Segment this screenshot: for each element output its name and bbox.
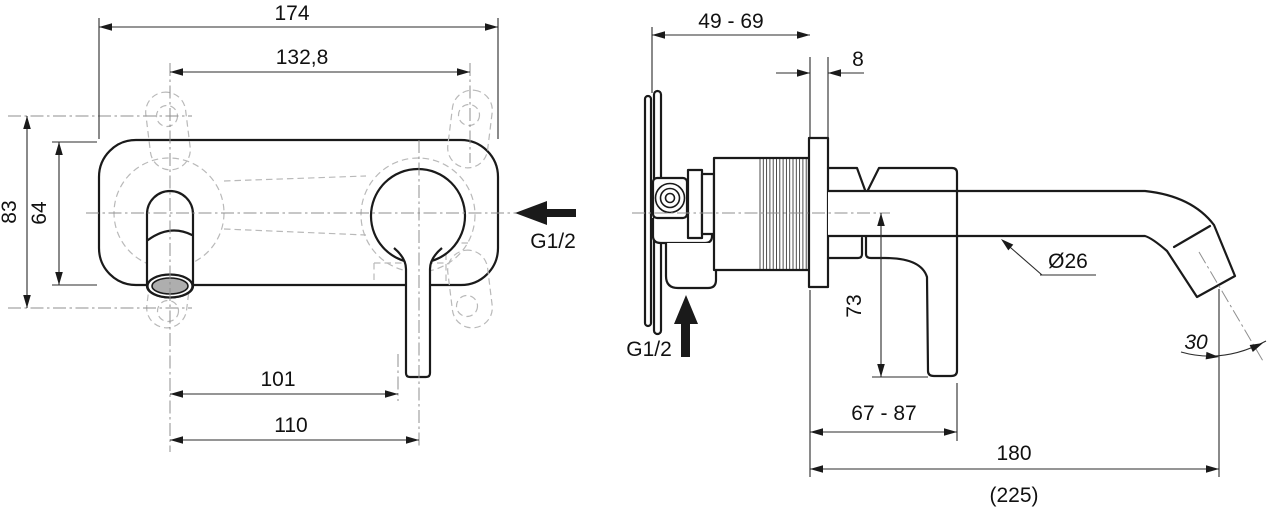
spout-side bbox=[826, 166, 1237, 378]
dim-plate-height-label: 64 bbox=[28, 201, 51, 225]
dim-hole-spacing-label: 132,8 bbox=[276, 46, 329, 69]
mounting-lug-top-right bbox=[447, 89, 493, 169]
dim-flange-thickness-label: 8 bbox=[852, 48, 864, 71]
spout-tube bbox=[828, 189, 1237, 299]
front-center-lines bbox=[8, 63, 516, 452]
cartridge-ring-mid bbox=[659, 187, 681, 209]
dim-spout-diameter-label: Ø26 bbox=[1048, 250, 1088, 273]
body-cylinder bbox=[712, 156, 811, 272]
body-step-1 bbox=[686, 168, 704, 240]
protection-cap-slat-left bbox=[643, 94, 653, 328]
handle-front bbox=[369, 167, 467, 379]
spout-base-and-lever-side bbox=[864, 166, 959, 378]
inlet-port-body bbox=[664, 243, 718, 290]
thread-hatching bbox=[759, 159, 807, 269]
extension-lines-67-87 bbox=[809, 290, 958, 477]
screw-hole-top-right bbox=[457, 103, 481, 127]
cartridge-ring-outer bbox=[654, 182, 686, 214]
side-center-lines bbox=[632, 212, 1264, 362]
dim-lever-drop-label: 73 bbox=[843, 294, 866, 317]
dim-spout-angle-label: 30 bbox=[1184, 331, 1208, 354]
extension-lines-174 bbox=[98, 18, 499, 139]
dim-spout-projection-label: 180 bbox=[996, 442, 1031, 465]
extension-lines-8 bbox=[809, 57, 829, 137]
cartridge-screw bbox=[664, 192, 676, 204]
front-inlet-callout: G1/2 bbox=[515, 201, 576, 253]
centerline-screw-rows bbox=[8, 115, 192, 309]
front-dimensions: 174 132,8 83 64 101 110 bbox=[0, 2, 499, 444]
handle-lever bbox=[393, 247, 443, 379]
dim-hole-height-label: 83 bbox=[0, 200, 21, 223]
dim-spout-valve-label: 101 bbox=[260, 368, 295, 391]
collar-bottom bbox=[826, 236, 864, 260]
collar-top bbox=[826, 166, 867, 192]
body-step-2 bbox=[700, 172, 716, 236]
dim-spout-handle-label: 110 bbox=[274, 414, 307, 437]
dim-wall-depth-label: 49 - 69 bbox=[698, 10, 763, 33]
inlet-thread-label-front: G1/2 bbox=[530, 230, 576, 253]
inlet-arrow-left-icon bbox=[515, 201, 576, 225]
screw-hole-bottom-left bbox=[156, 299, 180, 323]
inlet-thread-label-side: G1/2 bbox=[626, 338, 672, 361]
mounting-lug-bottom-right bbox=[447, 249, 493, 329]
spout-tip-joint-line bbox=[1172, 224, 1212, 249]
dim-plate-width-label: 174 bbox=[274, 2, 309, 25]
inlet-arrow-up-icon bbox=[674, 295, 698, 357]
dim-total-projection-label: (225) bbox=[989, 484, 1038, 507]
screw-hole-bottom-right bbox=[455, 294, 479, 318]
centerline-spout-tip-axis bbox=[1198, 251, 1264, 362]
side-inlet-callout: G1/2 bbox=[626, 295, 698, 361]
side-dimensions: 49 - 69 8 73 67 - 87 180 (225) Ø26 bbox=[651, 10, 1267, 507]
built-in-body-side bbox=[643, 89, 830, 336]
cartridge-box bbox=[651, 176, 689, 220]
side-view: 49 - 69 8 73 67 - 87 180 (225) Ø26 bbox=[626, 10, 1267, 507]
dim-base-length-label: 67 - 87 bbox=[851, 402, 916, 425]
concealed-body-contour bbox=[223, 175, 367, 236]
mounting-lug-top-left bbox=[145, 91, 191, 171]
front-view: 174 132,8 83 64 101 110 G1/2 bbox=[0, 2, 576, 452]
